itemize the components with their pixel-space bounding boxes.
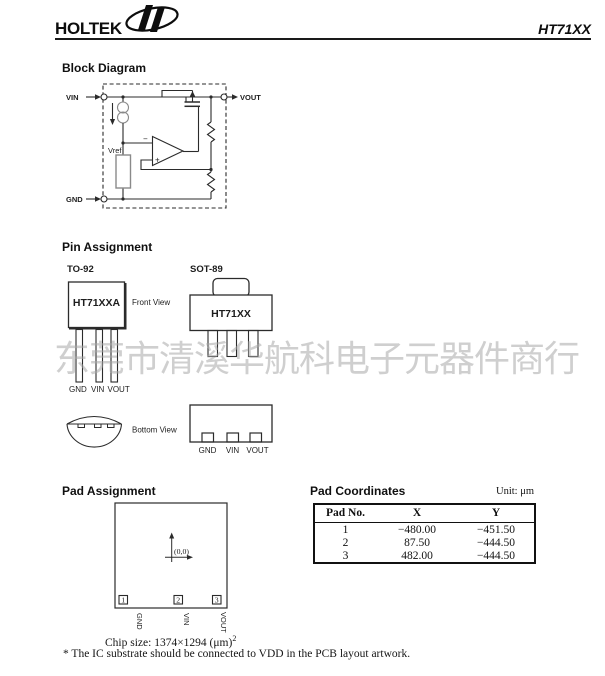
pad-square-1: [118, 594, 129, 605]
opamp-triangle: [151, 135, 185, 167]
cell-pad-no: 1: [342, 523, 349, 536]
sot89-bottom-view: [189, 404, 273, 443]
unit-label: Unit: μm: [495, 486, 534, 497]
cell-x: −480.00: [397, 523, 437, 536]
pad-square-3: [211, 594, 222, 605]
ic-boundary-dashed-box: [102, 83, 227, 209]
origin-label: (0,0): [174, 547, 189, 556]
header-rule: [55, 38, 591, 40]
pad-number-3: 3: [215, 596, 219, 605]
cell-x: 87.50: [404, 536, 430, 549]
block-diagram: VIN VOUT GND Vref − +: [66, 83, 261, 209]
pad-square-2: [173, 594, 184, 605]
logo-slash-2: [150, 7, 165, 32]
vin-terminal: [86, 93, 108, 101]
table-row: 2 87.50 −444.50: [314, 536, 535, 549]
table-row: 1 −480.00 −451.50: [314, 523, 535, 537]
to92-pin-label-vout: VOUT: [108, 385, 130, 394]
section-title-pad-assignment: Pad Assignment: [62, 484, 156, 498]
gnd-label: GND: [66, 195, 83, 204]
sot89-leg-2: [226, 329, 238, 358]
to92-front-view: [67, 281, 127, 383]
pad-number-1: 1: [121, 596, 125, 605]
sot89-leg-1: [207, 329, 219, 358]
opamp-plus-sign: +: [155, 156, 160, 165]
column-header-pad-no: Pad No.: [314, 504, 376, 523]
error-amplifier: [123, 135, 211, 171]
vout-terminal: [220, 93, 238, 101]
pad-coordinates-table: Pad No. X Y 1 −480.00 −451.50 2 87.50 −4…: [313, 503, 536, 564]
section-title-pin-assignment: Pin Assignment: [62, 240, 153, 254]
table-row: 3 482.00 −444.50: [314, 549, 535, 563]
bottom-view-label: Bottom View: [132, 426, 177, 435]
pass-transistor: [161, 89, 200, 152]
chip-outline: [114, 502, 228, 609]
to92-bottom-view: [66, 415, 123, 448]
vout-label: VOUT: [240, 93, 261, 102]
vref-resistor: [115, 154, 132, 189]
current-source: [109, 97, 130, 125]
pad-number-2: 2: [176, 596, 180, 605]
gnd-terminal: [86, 195, 108, 203]
to92-leg-1: [75, 328, 84, 383]
junction-dot: [121, 197, 125, 201]
page-title-part-number: HT71XX: [538, 21, 591, 37]
table-header-row: Pad No. X Y: [314, 504, 535, 523]
seller-watermark-bottom-clipped: 东莞市清溪华航科电子元器件商行: [0, 667, 525, 676]
pad-assignment-diagram: (0,0) 1 2 3 GND VIN VOUT: [114, 502, 228, 633]
to92-package-label: TO-92: [67, 264, 94, 275]
sot89-pad-1: [201, 432, 215, 443]
chip-size-exponent: 2: [232, 634, 237, 643]
column-header-x: X: [376, 504, 458, 523]
sot89-chip-label: HT71XX: [211, 308, 251, 320]
chip-size-note: Chip size: 1374×1294 (μm)2: [105, 634, 236, 649]
to92-leg-3: [110, 328, 119, 383]
to92-pin-label-gnd: GND: [69, 385, 87, 394]
cell-pad-no: 3: [342, 549, 349, 562]
vin-label: VIN: [66, 93, 79, 102]
sot89-leg-3: [247, 329, 259, 358]
to92-leg-2: [95, 328, 104, 383]
origin-axes: [165, 532, 193, 562]
front-view-label: Front View: [132, 298, 170, 307]
sot89-front-view: [189, 277, 273, 358]
pad-label-gnd: GND: [135, 613, 144, 630]
sot89-pin-label-vout: VOUT: [246, 446, 268, 455]
sot89-pin-label-gnd: GND: [199, 446, 217, 455]
column-header-y: Y: [458, 504, 535, 523]
pad-label-vin: VIN: [182, 613, 191, 626]
holtek-logo-icon: [125, 5, 179, 32]
substrate-footnote: * The IC substrate should be connected t…: [63, 648, 411, 660]
logo-slash-1: [138, 5, 153, 30]
cell-pad-no: 2: [342, 536, 349, 549]
section-title-pad-coordinates: Pad Coordinates: [310, 484, 406, 498]
cell-x: 482.00: [401, 549, 433, 562]
holtek-logo-text: HOLTEK: [55, 19, 122, 38]
pin-assignment-diagram: TO-92 HT71XXA Front View GND VIN VOUT SO…: [66, 264, 273, 455]
sot89-tab: [212, 277, 250, 298]
cell-y: −444.50: [476, 549, 516, 562]
feedback-divider-resistors: [206, 97, 216, 199]
cell-y: −444.50: [476, 536, 516, 549]
cell-y: −451.50: [476, 523, 516, 536]
chip-size-text: Chip size: 1374×1294 (μm): [105, 636, 233, 649]
to92-chip-label: HT71XXA: [73, 297, 121, 309]
sot89-pin-label-vin: VIN: [226, 446, 240, 455]
vref-label: Vref: [108, 146, 122, 155]
opamp-minus-sign: −: [143, 135, 148, 144]
pad-label-vout: VOUT: [219, 612, 228, 633]
sot89-pad-2: [226, 432, 240, 443]
sot89-pad-3: [249, 432, 263, 443]
to92-pin-label-vin: VIN: [91, 385, 105, 394]
sot89-body: [189, 294, 273, 332]
section-title-block-diagram: Block Diagram: [62, 61, 147, 75]
sot89-package-label: SOT-89: [190, 264, 223, 275]
